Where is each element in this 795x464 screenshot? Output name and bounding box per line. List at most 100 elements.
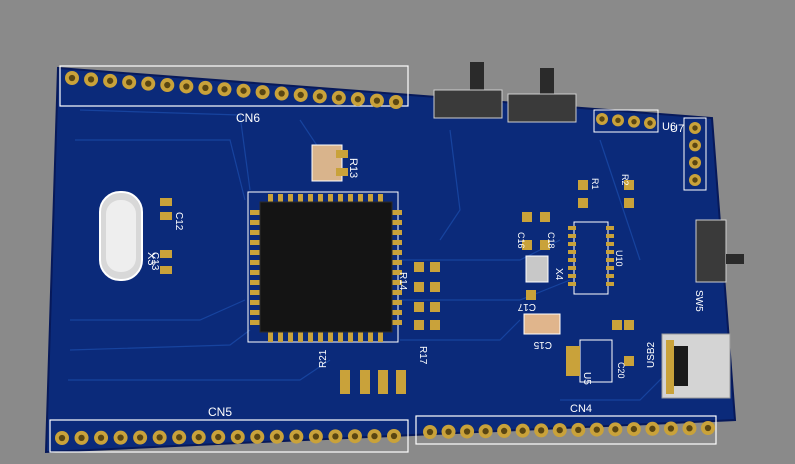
pin-hole bbox=[58, 434, 66, 442]
ic-pad bbox=[250, 260, 262, 265]
pin-hole bbox=[68, 74, 76, 82]
ic-pad bbox=[568, 234, 576, 238]
ic-pad bbox=[390, 300, 402, 305]
switch-sw5: SW5 bbox=[693, 219, 744, 312]
pin-hole bbox=[500, 427, 508, 435]
pin-hole bbox=[575, 426, 582, 434]
pin-hole bbox=[195, 434, 202, 441]
ic-pad bbox=[250, 280, 262, 285]
ic-pad bbox=[606, 242, 614, 246]
r2-label: R2 bbox=[620, 174, 630, 186]
pin-hole bbox=[240, 87, 247, 94]
ic-pad bbox=[268, 332, 273, 342]
resistors-r1-r2: R1 R2 bbox=[578, 174, 634, 208]
pin-hole bbox=[316, 93, 323, 100]
cn6-label: CN6 bbox=[236, 111, 260, 125]
r14-label: R14 bbox=[397, 272, 408, 291]
u5-label: U5 bbox=[581, 372, 592, 385]
ic-pad bbox=[568, 266, 576, 270]
cap-c17: C17 bbox=[517, 290, 536, 312]
ic-pad bbox=[318, 194, 323, 204]
ic-pad bbox=[390, 240, 402, 245]
pin-hole bbox=[106, 77, 114, 84]
ic-pad bbox=[250, 250, 262, 255]
pin-hole bbox=[392, 98, 400, 106]
ic-pad bbox=[278, 194, 283, 204]
ic-pad bbox=[338, 194, 343, 204]
x3-label: X3 bbox=[145, 252, 157, 265]
pin-hole bbox=[97, 434, 105, 441]
pin-hole bbox=[463, 428, 471, 435]
pin-hole bbox=[176, 434, 183, 441]
ic-pad bbox=[390, 290, 402, 295]
ic-pad bbox=[606, 226, 614, 230]
usb-connector-usb2: USB2 bbox=[646, 333, 731, 399]
u6-header: U6 bbox=[593, 109, 676, 133]
ic-pad bbox=[390, 230, 402, 235]
pin-hole bbox=[78, 434, 85, 442]
ic-pad bbox=[368, 332, 373, 342]
caps-c16-c18: C16 C18 bbox=[516, 212, 556, 250]
u7-header: U7 bbox=[670, 117, 707, 191]
pin-hole bbox=[615, 117, 621, 124]
pin-hole bbox=[649, 425, 656, 432]
ic-pad bbox=[390, 320, 402, 325]
pin-hole bbox=[293, 433, 300, 440]
ic-pad bbox=[368, 194, 373, 204]
ic-pad bbox=[278, 332, 283, 342]
c17-label: C17 bbox=[517, 301, 536, 312]
mcu-chip bbox=[247, 191, 402, 343]
ic-pad bbox=[378, 194, 383, 204]
r1-label: R1 bbox=[590, 178, 600, 190]
ic-u10: U10 bbox=[568, 221, 624, 295]
regulator-u5: U5 bbox=[566, 339, 613, 385]
c16-label: C16 bbox=[516, 232, 526, 249]
ic-pad bbox=[568, 226, 576, 230]
pin-hole bbox=[335, 94, 342, 101]
cn5-label: CN5 bbox=[208, 405, 232, 419]
pin-hole bbox=[351, 433, 359, 440]
ic-pad bbox=[348, 194, 353, 204]
pin-hole bbox=[145, 80, 152, 87]
ic-pad bbox=[390, 210, 402, 215]
pin-hole bbox=[136, 434, 144, 441]
pin-hole bbox=[686, 425, 693, 432]
pin-hole bbox=[390, 432, 398, 440]
cap-c15: C15 bbox=[523, 313, 561, 350]
cap-c12: C12 bbox=[160, 198, 184, 231]
ic-pad bbox=[308, 194, 313, 204]
pin-hole bbox=[312, 433, 320, 440]
pin-hole bbox=[234, 433, 241, 441]
pin-hole bbox=[538, 427, 545, 434]
ic-pad bbox=[318, 332, 323, 342]
crystal-x3: X3 bbox=[99, 191, 157, 281]
crystal-x4: X4 bbox=[525, 255, 564, 283]
ic-pad bbox=[250, 310, 262, 315]
ic-pad bbox=[390, 220, 402, 225]
ic-pad bbox=[288, 194, 293, 204]
ic-pad bbox=[606, 274, 614, 278]
ic-pad bbox=[268, 194, 273, 204]
ic-pad bbox=[390, 310, 402, 315]
pin-hole bbox=[215, 433, 222, 441]
pin-hole bbox=[183, 83, 190, 90]
passives-r14-r17: R14 R17 bbox=[397, 262, 440, 365]
cn6-header: CN6 bbox=[59, 65, 409, 125]
pin-hole bbox=[692, 142, 698, 149]
ic-pad bbox=[378, 332, 383, 342]
ic-pad bbox=[328, 332, 333, 342]
pin-hole bbox=[426, 428, 434, 436]
u6-label: U6 bbox=[662, 121, 676, 133]
pin-hole bbox=[117, 434, 124, 441]
ic-pad bbox=[606, 258, 614, 262]
pin-hole bbox=[371, 432, 378, 440]
pin-hole bbox=[126, 79, 133, 86]
pin-hole bbox=[164, 81, 171, 89]
pin-hole bbox=[692, 159, 698, 166]
pin-hole bbox=[445, 428, 452, 435]
ic-pad bbox=[390, 280, 402, 285]
c12-label: C12 bbox=[173, 212, 184, 231]
pin-hole bbox=[630, 425, 638, 433]
pin-hole bbox=[332, 433, 339, 440]
cap-c20: C20 bbox=[612, 320, 634, 379]
